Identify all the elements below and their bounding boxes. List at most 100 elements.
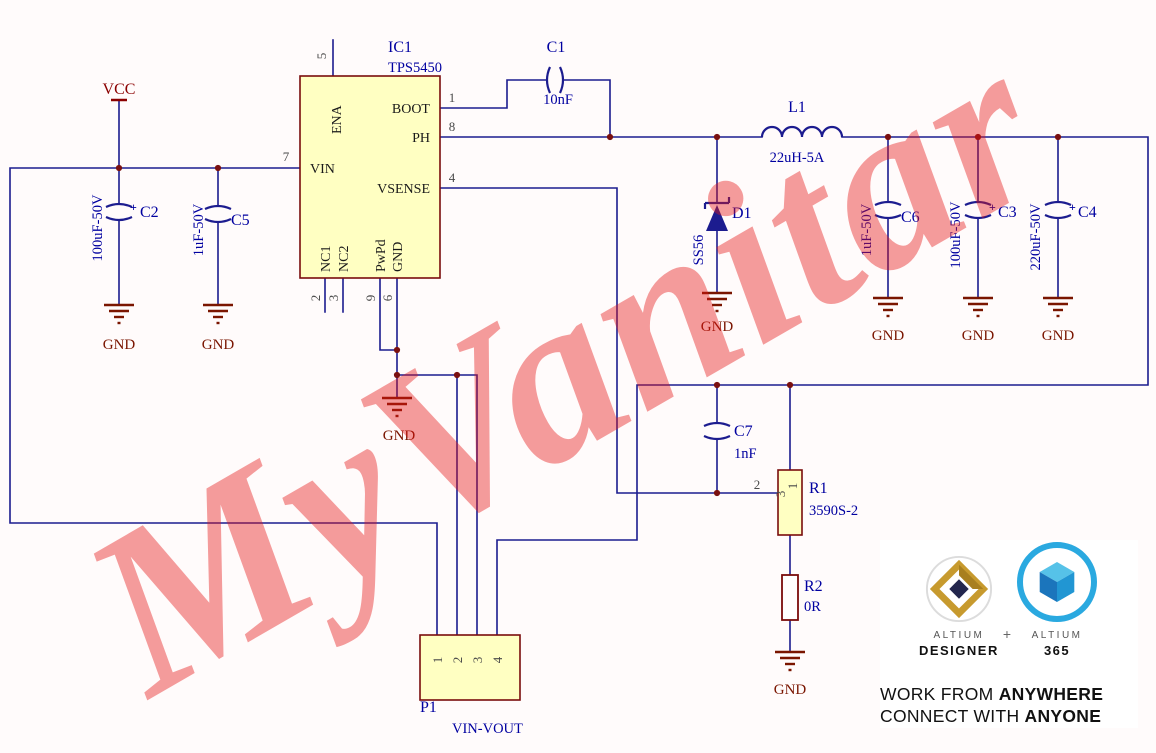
potentiometer-r1: 2 1 3 R1 3590S-2 [754, 469, 858, 536]
d1-value: SS56 [691, 235, 707, 266]
r2-body [781, 574, 799, 621]
ic1-pin-pwpd-name: PwPd [374, 239, 389, 272]
gnd-icon [102, 303, 136, 325]
brand-plus-sign: + [1002, 626, 1012, 642]
d1-refdes: D1 [732, 205, 752, 222]
r1-body [777, 469, 803, 536]
connector-p1: 1 2 3 4 P1 VIN-VOUT [419, 634, 523, 737]
c3-polarity: + [989, 200, 996, 214]
inductor-symbol [760, 125, 844, 138]
gnd-icon [871, 296, 905, 318]
inductor-l1: L1 22uH-5A [760, 99, 844, 166]
junction-dot [974, 133, 982, 141]
capacitor-symbol [104, 202, 134, 222]
vcc-port: VCC [103, 81, 135, 102]
junction-dots [115, 133, 1062, 497]
brand-logos: ALTIUM DESIGNER + ALTIUM 365 [880, 540, 1138, 658]
wire-gnd-net [118, 217, 1059, 653]
altium-365-brand: ALTIUM [1031, 630, 1083, 641]
gnd-label: GND [701, 319, 734, 335]
c3-value: 100uF-50V [948, 201, 964, 268]
junction-dot [786, 381, 794, 389]
c2-value: 100uF-50V [90, 194, 106, 261]
p1-body [419, 634, 521, 701]
capacitor-symbol [963, 200, 993, 220]
junction-dot [713, 381, 721, 389]
c4-polarity: + [1069, 200, 1076, 214]
junction-dot [115, 164, 123, 172]
ic1-body [299, 75, 441, 279]
p1-pin4-num: 4 [490, 656, 505, 663]
capacitor-symbol [203, 204, 233, 224]
ic1-pin-ph-name: PH [412, 131, 430, 146]
r1-value: 3590S-2 [809, 503, 858, 519]
c5-value: 1uF-50V [191, 203, 207, 256]
c1-value: 10nF [543, 92, 573, 108]
capacitor-c4: + C4 220uF-50V [1028, 200, 1097, 270]
gnd-icon [201, 303, 235, 325]
c3-refdes: C3 [998, 204, 1017, 221]
ic1-pin-gnd-num: 6 [380, 294, 395, 301]
diode-d1: D1 SS56 [691, 197, 752, 265]
capacitor-c3: + C3 100uF-50V [948, 200, 1017, 268]
junction-dot [606, 133, 614, 141]
capacitor-symbol [873, 200, 903, 220]
junction-dot [453, 371, 461, 379]
junction-dot [393, 346, 401, 354]
r2-value: 0R [804, 599, 821, 615]
altium-365-logo-icon [1017, 542, 1098, 622]
p1-pin3-num: 3 [470, 657, 485, 664]
gnd-label: GND [383, 428, 416, 444]
altium-designer-product: DESIGNER [918, 643, 999, 658]
l1-refdes: L1 [788, 99, 806, 116]
ic1-pin-vin-num: 7 [283, 149, 290, 164]
wire-nc-pins [324, 277, 344, 313]
capacitor-symbol [1043, 200, 1073, 220]
gnd-icon [1041, 296, 1075, 318]
c6-refdes: C6 [901, 209, 920, 226]
r1-pin2-num: 2 [754, 477, 761, 492]
junction-dot [1054, 133, 1062, 141]
tagline-line2: CONNECT WITH ANYONE [880, 706, 1138, 728]
capacitor-c1: C1 10nF [543, 39, 573, 108]
junction-dot [214, 164, 222, 172]
p1-value: VIN-VOUT [452, 721, 523, 737]
ic1-part: TPS5450 [388, 60, 442, 76]
wire-vout-net [496, 136, 1149, 636]
capacitor-c5: C5 1uF-50V [191, 203, 250, 256]
ic1-pin-ph-num: 8 [449, 119, 456, 134]
c6-value: 1uF-50V [859, 203, 875, 256]
wire-vsense-net [439, 187, 779, 494]
ic1-pin-nc2-num: 3 [326, 295, 341, 302]
junction-dot [713, 133, 721, 141]
ic1-pin-vsense-num: 4 [449, 170, 456, 185]
c4-value: 220uF-50V [1028, 203, 1044, 270]
p1-pin1-num: 1 [430, 657, 445, 664]
capacitor-symbol [545, 65, 565, 95]
c7-value: 1nF [734, 446, 757, 462]
wire-boot-c1 [439, 79, 611, 138]
gnd-icon [773, 650, 807, 672]
altium-branding: ALTIUM DESIGNER + ALTIUM 365 WORK FROM A… [880, 540, 1138, 728]
altium-365-product: 365 [1043, 643, 1071, 658]
r1-pin1-num: 1 [785, 483, 800, 490]
c2-refdes: C2 [140, 204, 159, 221]
resistor-r2: R2 0R [781, 574, 823, 621]
tagline-line1: WORK FROM ANYWHERE [880, 684, 1138, 706]
ic1-pin-vin-name: VIN [310, 162, 335, 177]
ic1-pin-nc1-name: NC1 [319, 246, 334, 272]
ic1-pin-boot-num: 1 [449, 90, 456, 105]
gnd-icon [700, 291, 734, 313]
tagline2-regular: CONNECT WITH [880, 705, 1025, 726]
c1-refdes: C1 [547, 39, 566, 56]
capacitor-c6: C6 1uF-50V [859, 200, 920, 256]
c7-refdes: C7 [734, 423, 753, 440]
p1-refdes: P1 [420, 699, 437, 716]
gnd-icon [961, 296, 995, 318]
gnd-label: GND [774, 682, 807, 698]
wire-ph-net [439, 136, 763, 204]
ic1-pin-gnd-name: GND [391, 242, 406, 272]
gnd-label: GND [103, 337, 136, 353]
